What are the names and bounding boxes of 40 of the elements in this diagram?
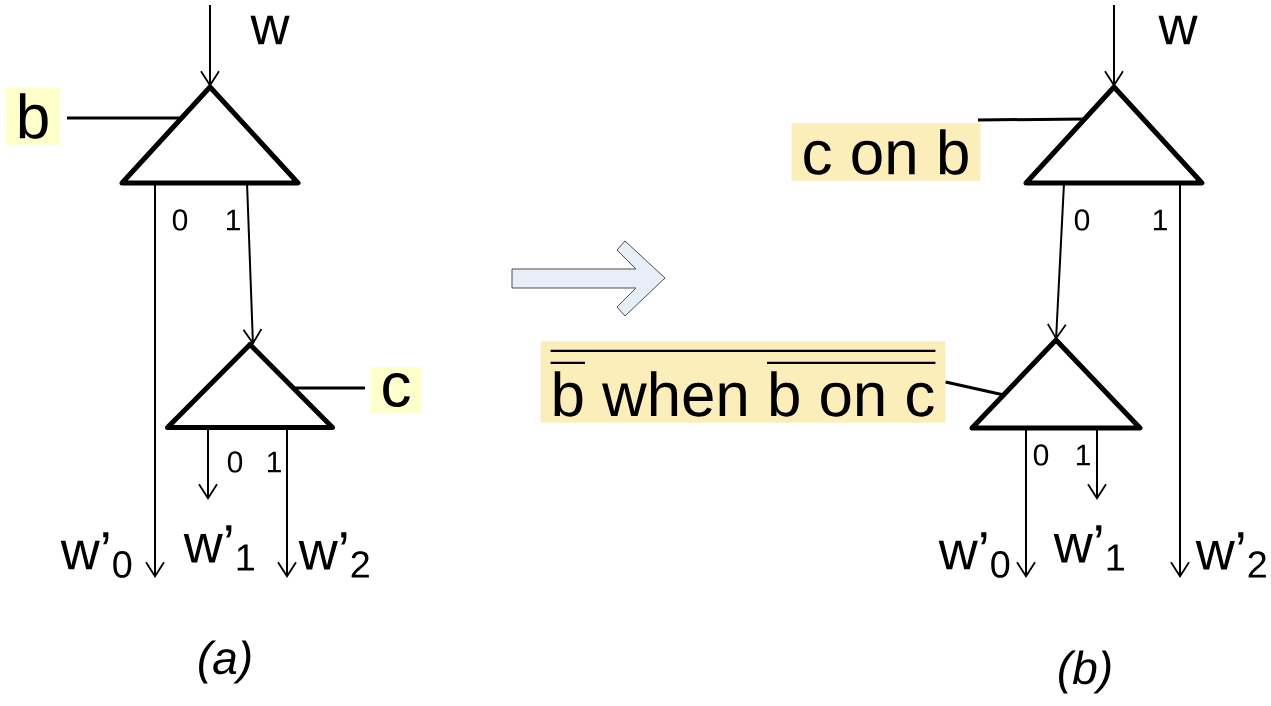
arrow	[1016, 427, 1036, 578]
output-label: w’$_{1}$	[183, 525, 254, 571]
selector-triangle	[119, 84, 301, 186]
highlighted-label: c	[370, 367, 422, 413]
arrow	[277, 427, 297, 578]
port-label: 1	[267, 451, 281, 473]
select-line	[945, 380, 1005, 397]
highlighted-label: b	[5, 87, 61, 145]
panel-caption: (a)	[199, 640, 251, 684]
arrow	[145, 182, 165, 578]
highlighted-label: $\overline{\overline{\mathrm{b}}\ \mathrm{when}\ \overline{\mathrm{b\ on\ c}}}$	[540, 341, 946, 423]
output-label: w’$_{0}$	[938, 532, 1010, 578]
signal-label: w	[250, 15, 290, 45]
output-label: w’$_{2}$	[1195, 532, 1266, 578]
arrow	[242, 182, 263, 345]
arrow	[1087, 427, 1107, 500]
arrow	[198, 427, 218, 500]
select-line	[293, 386, 365, 390]
highlighted-label: c on b	[791, 123, 981, 181]
selector-triangle	[1023, 84, 1205, 186]
selector-triangle	[969, 337, 1143, 431]
arrow	[1046, 182, 1067, 340]
port-label: 0	[172, 209, 188, 231]
port-label: 1	[1076, 444, 1090, 466]
output-label: w’$_{1}$	[1053, 525, 1124, 571]
select-line	[67, 116, 182, 120]
port-label: 0	[1074, 209, 1090, 231]
port-label: 0	[1033, 444, 1049, 466]
select-line	[978, 117, 1086, 122]
port-label: 1	[1153, 209, 1167, 231]
output-label: w’$_{0}$	[60, 532, 132, 578]
arrow	[1170, 182, 1190, 578]
output-label: w’$_{2}$	[298, 532, 369, 578]
port-label: 0	[227, 451, 243, 473]
signal-label: w	[1158, 15, 1198, 45]
arrow	[200, 4, 220, 87]
port-label: 1	[226, 209, 240, 231]
panel-caption: (b)	[1059, 650, 1111, 694]
arrow	[1104, 4, 1124, 87]
selector-triangle	[165, 342, 335, 430]
